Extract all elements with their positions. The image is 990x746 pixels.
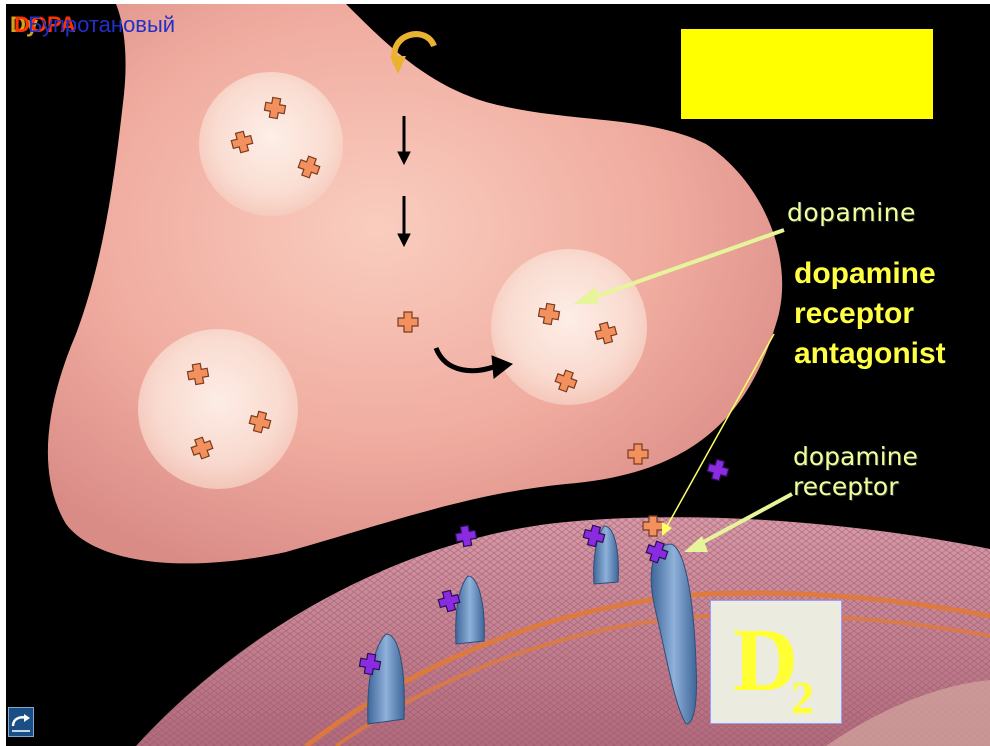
d2-receptor-box: D 2 (710, 600, 842, 724)
presynaptic-terminal (48, 4, 782, 563)
receptor-label-line-2: receptor (793, 472, 973, 502)
return-button[interactable] (8, 707, 34, 737)
return-arrow-icon (9, 708, 33, 736)
label-dopamine-receptor: dopamine receptor (793, 442, 973, 502)
label-dopamine: dopamine (787, 198, 916, 227)
label-dopamine-receptor-antagonist: dopamine receptor antagonist (794, 254, 990, 374)
antagonist-label-line-3: antagonist (794, 334, 990, 374)
highlight-box (681, 29, 933, 119)
receptor-label-line-1: dopamine (793, 442, 973, 472)
antagonist-label-line-1: dopamine (794, 254, 990, 294)
d2-letter: D (733, 611, 798, 711)
title-layer-c: Бупротановый (28, 12, 175, 38)
antagonist-label-line-2: receptor (794, 294, 990, 334)
d2-subscript: 2 (791, 673, 814, 723)
slide-frame: Dy DOPA Бупротановый dopamine dopamine r… (6, 4, 990, 746)
